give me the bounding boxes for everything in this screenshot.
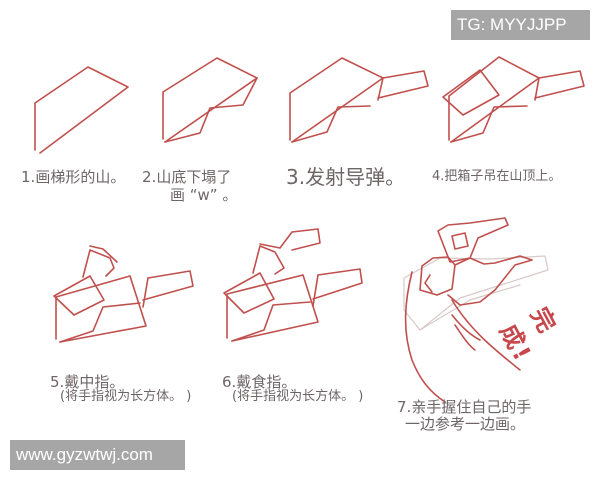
watermark-telegram: TG: MYYJJPP <box>451 10 590 40</box>
step-3-drawing <box>289 57 429 143</box>
step-5-caption: 5.戴中指。 <box>50 373 125 391</box>
step-4-drawing <box>442 56 585 143</box>
step-2-caption-line2: 画 “w” 。 <box>170 186 238 204</box>
step-1-caption: 1.画梯形的山。 <box>21 168 126 186</box>
step-6-caption: 6.戴食指。 <box>222 373 297 391</box>
step-5-drawing <box>53 245 194 343</box>
step-7-caption: 7.亲手握住自己的手 <box>397 398 532 416</box>
step-5-caption-line2: (将手指视为长方体。 ) <box>60 389 192 404</box>
step-7-hand-drawing <box>403 217 549 403</box>
watermark-website: www.gyzwtwj.com <box>10 440 185 470</box>
step-1-drawing <box>34 66 129 154</box>
step-3-caption: 3.发射导弹。 <box>286 165 406 189</box>
step-6-drawing <box>223 228 363 342</box>
step-4-caption: 4.把箱子吊在山顶上。 <box>432 169 562 184</box>
step-7-caption-line2: 一边参考一边画。 <box>405 415 526 433</box>
step-2-drawing <box>162 57 258 143</box>
step-6-caption-line2: (将手指视为长方体。 ) <box>232 389 364 404</box>
step-2-caption: 2.山底下塌了 <box>142 168 232 186</box>
